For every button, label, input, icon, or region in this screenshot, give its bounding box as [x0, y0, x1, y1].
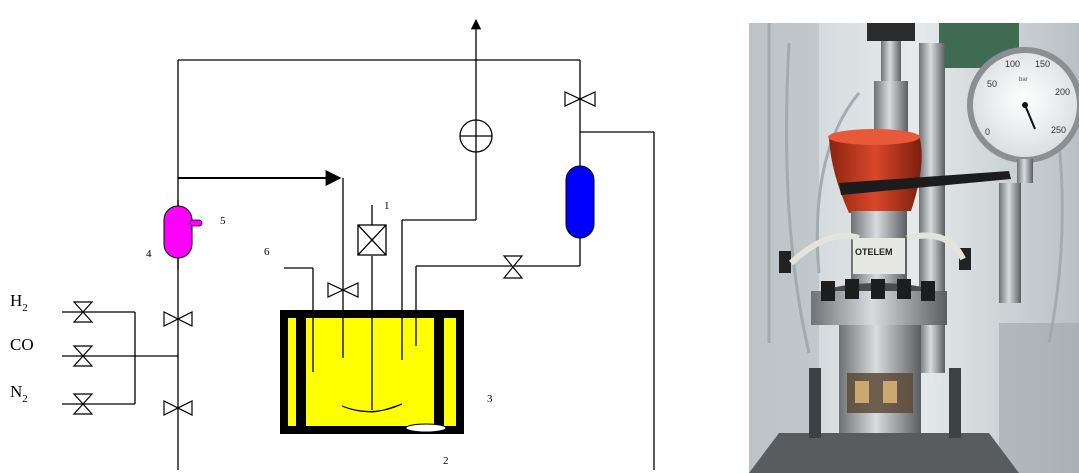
- separator-vessel: [164, 206, 192, 258]
- svg-text:150: 150: [1035, 59, 1050, 69]
- gas-label-co: CO: [10, 335, 34, 354]
- reactor-photo: OTELEM 0 50 100 150 200 250 bar: [749, 23, 1079, 473]
- svg-text:200: 200: [1055, 87, 1070, 97]
- label-4: 4: [146, 248, 152, 260]
- gas-label-h2: H2: [10, 291, 28, 314]
- stir-bar: [406, 424, 446, 432]
- svg-text:0: 0: [985, 127, 990, 137]
- label-6: 6: [264, 246, 270, 258]
- reactor-vessel: [280, 310, 464, 434]
- top-valve-block: [867, 23, 915, 41]
- valve-return: [504, 256, 522, 278]
- label-5: 5: [220, 215, 226, 227]
- trap-vessel: [566, 166, 594, 238]
- brand-label: OTELEM: [855, 247, 893, 257]
- stirrer-motor: [358, 225, 386, 255]
- separator-port: [190, 220, 202, 226]
- svg-text:100: 100: [1005, 59, 1020, 69]
- svg-text:50: 50: [987, 79, 997, 89]
- gas-label-n2: N2: [10, 382, 28, 405]
- label-1: 1: [384, 200, 390, 212]
- base-plate: [749, 433, 1019, 473]
- svg-text:250: 250: [1051, 125, 1066, 135]
- process-schematic: H2 CO N2 1 2 3 4 5 6: [0, 0, 700, 473]
- label-2: 2: [443, 455, 449, 467]
- svg-text:bar: bar: [1019, 77, 1028, 83]
- flowmeter-symbol: [460, 120, 492, 152]
- label-3: 3: [487, 393, 493, 405]
